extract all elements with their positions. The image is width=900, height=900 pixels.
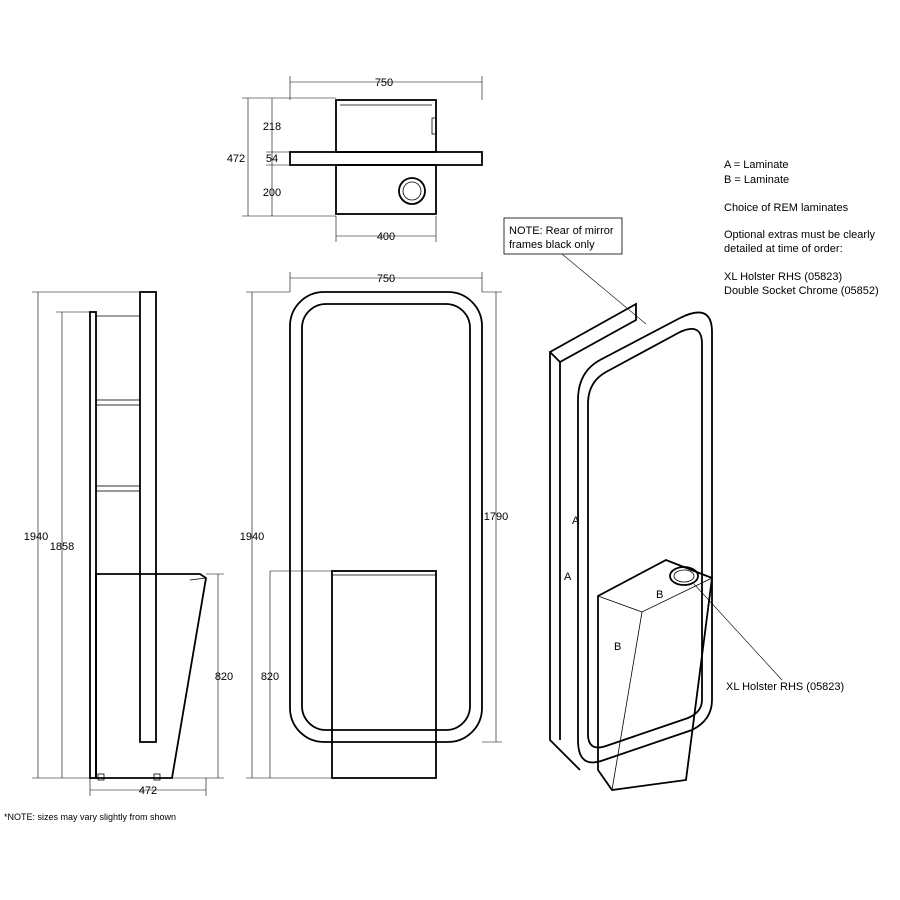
legend-a: A = Laminate — [724, 159, 789, 171]
holster-circle — [669, 566, 699, 586]
top-view: 750 472 218 54 200 400 — [227, 76, 483, 243]
top-base-width-label: 400 — [377, 231, 395, 243]
top-width-label: 750 — [375, 77, 393, 89]
mirror-note: NOTE: Rear of mirror frames black only — [503, 217, 647, 325]
top-depth-top-label: 218 — [263, 121, 281, 133]
holster-callout: XL Holster RHS (05823) — [726, 681, 844, 693]
front-width-label: 750 — [377, 273, 395, 285]
side-depth-label: 472 — [139, 785, 157, 797]
mirror-frame-outer — [289, 291, 483, 743]
side-height-total-label: 1940 — [24, 531, 48, 543]
front-unit — [331, 570, 437, 779]
footnote: *NOTE: sizes may vary slightly from show… — [4, 812, 176, 822]
mirror-note-line2: frames black only — [509, 239, 595, 251]
legend-optional-2: detailed at time of order: — [724, 243, 843, 255]
front-view: 750 1940 1790 820 — [240, 272, 508, 779]
top-depth-bottom-label: 200 — [263, 187, 281, 199]
side-view: 1940 1858 820 472 — [24, 291, 233, 797]
laminate-b-1: B — [656, 589, 663, 601]
mirror-note-line1: NOTE: Rear of mirror — [509, 225, 614, 237]
legend-optional-1: Optional extras must be clearly — [724, 229, 876, 241]
laminate-a-2: A — [564, 571, 572, 583]
legend-choice: Choice of REM laminates — [724, 202, 849, 214]
legend-extra-1: XL Holster RHS (05823) — [724, 271, 842, 283]
mirror-frame-inner — [301, 303, 471, 731]
laminate-a-1: A — [572, 515, 580, 527]
laminate-b-2: B — [614, 641, 621, 653]
front-unit-height-label: 820 — [261, 671, 279, 683]
legend-b: B = Laminate — [724, 174, 789, 186]
side-height-inner-label: 1858 — [50, 541, 74, 553]
legend: A = Laminate B = Laminate Choice of REM … — [724, 159, 879, 297]
top-depth-mid-label: 54 — [266, 153, 278, 165]
perspective-unit — [597, 559, 713, 791]
side-unit-height-label: 820 — [215, 671, 233, 683]
front-height-total-label: 1940 — [240, 531, 264, 543]
perspective-view: A A B B XL Holster RHS (05823) — [548, 302, 844, 791]
socket-circle — [398, 177, 426, 205]
legend-extra-2: Double Socket Chrome (05852) — [724, 285, 879, 297]
top-depth-total-label: 472 — [227, 153, 245, 165]
front-mirror-height-label: 1790 — [484, 511, 508, 523]
